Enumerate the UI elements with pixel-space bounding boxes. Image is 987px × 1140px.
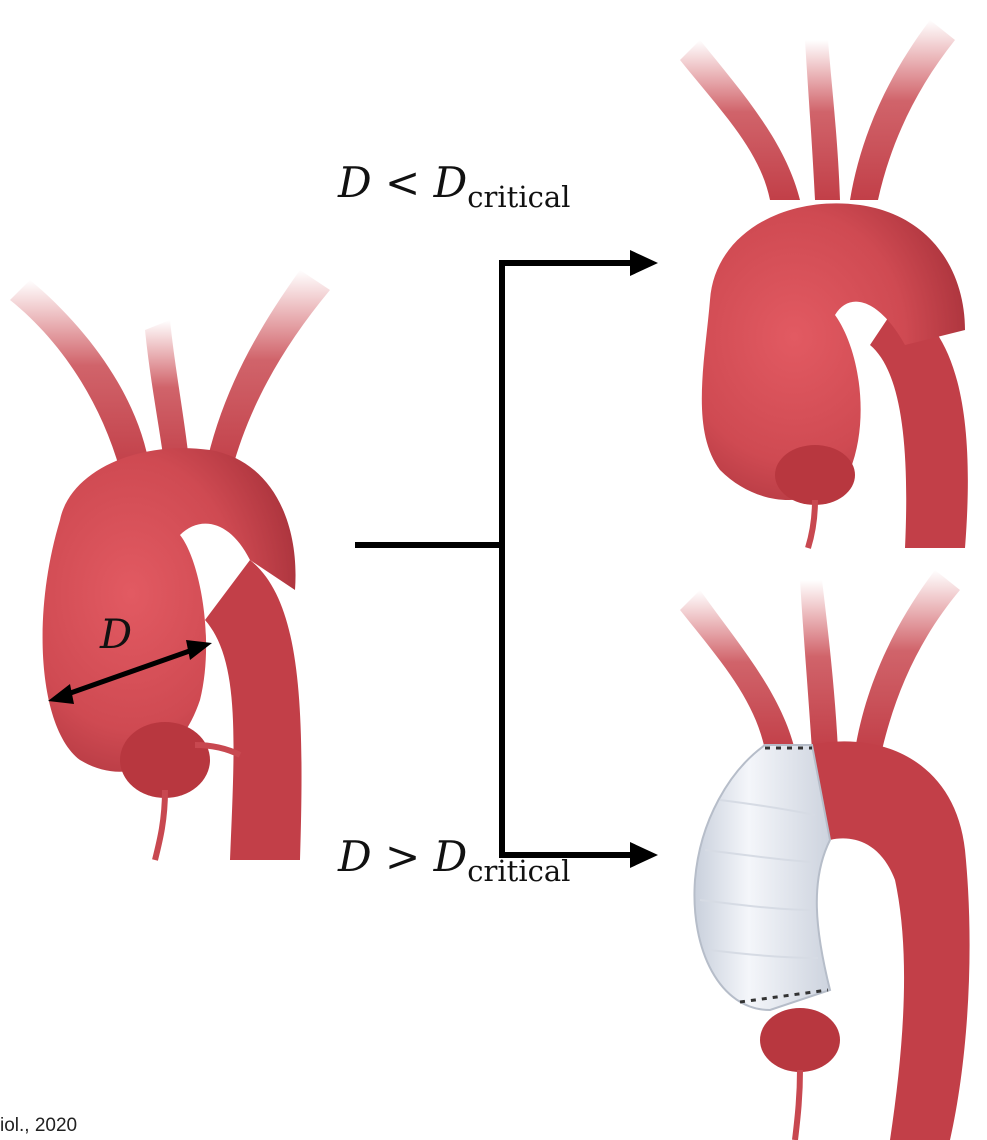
condition-small-diameter-label: D < Dcritical xyxy=(338,162,570,204)
condition-var: D xyxy=(338,832,372,881)
condition-subscript: critical xyxy=(467,854,570,888)
condition-operator: > xyxy=(385,832,420,881)
branch-connector xyxy=(355,263,502,855)
aorta-graft-repair-illustration xyxy=(680,570,970,1140)
condition-var2: D xyxy=(434,158,468,207)
condition-var2: D xyxy=(434,832,468,881)
condition-large-diameter-label: D > Dcritical xyxy=(338,836,570,878)
aorta-monitoring-illustration xyxy=(680,20,968,548)
condition-operator: < xyxy=(385,158,420,207)
citation-text: iol., 2020 xyxy=(0,1116,77,1135)
condition-subscript: critical xyxy=(467,180,570,214)
arrow-to-monitoring xyxy=(499,250,658,276)
diameter-label: D xyxy=(100,615,132,655)
aneurysm-aorta-illustration xyxy=(10,270,330,860)
condition-var: D xyxy=(338,158,372,207)
